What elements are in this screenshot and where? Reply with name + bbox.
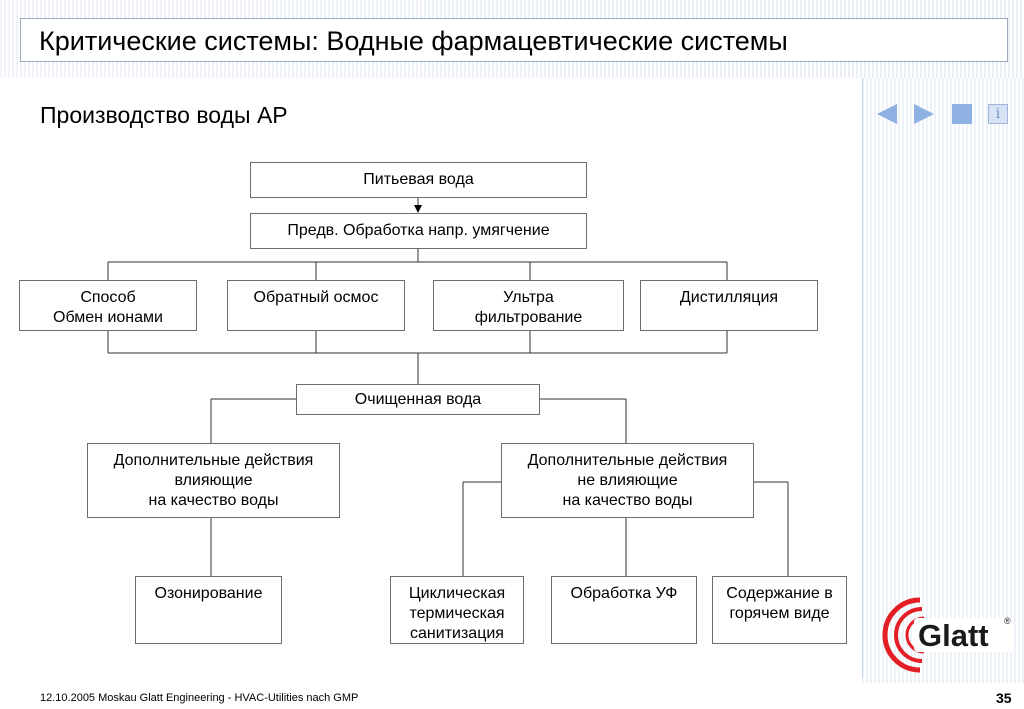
label-distillation: Дистилляция [679,289,779,306]
label-hot-storage-line2: горячем виде [729,605,830,622]
label-ion-exchange-line2: Обмен ионами [53,309,163,326]
logo-arc-middle [894,607,923,663]
label-ultrafiltration-line2: фильтрование [474,309,583,326]
glatt-logo: Glatt ® [882,597,1014,673]
triangle-right-icon[interactable] [914,104,934,124]
slide-subtitle: Производство воды АР [40,102,288,128]
label-not-affecting-line2: не влияющие [577,472,678,489]
box-hot-storage: Содержание в горячем виде [712,576,847,644]
footer-info: 12.10.2005 Moskau Glatt Engineering - HV… [40,692,359,704]
box-ultrafiltration: Ультра фильтрование [433,280,624,331]
label-thermal-line2: термическая [409,605,505,622]
box-purified-water: Очищенная вода [296,384,540,415]
page-number: 35 [996,690,1012,706]
label-thermal-line3: санитизация [410,625,504,642]
box-reverse-osmosis: Обратный осмос [227,280,405,331]
label-affecting-line3: на качество воды [148,492,279,509]
label-not-affecting-line1: Дополнительные действия [527,452,728,469]
right-side-panel [862,78,1024,683]
label-uv-treatment: Обработка УФ [570,585,678,602]
label-thermal-line1: Циклическая [408,585,506,602]
triangle-left-icon[interactable] [877,104,897,124]
info-icon[interactable]: i [988,104,1008,124]
arrow-down-icon [414,205,422,213]
info-glyph: i [995,106,1001,122]
label-hot-storage-line1: Содержание в [726,585,833,602]
box-ozonation: Озонирование [135,576,282,644]
label-purified-water: Очищенная вода [354,391,482,408]
label-affecting-line1: Дополнительные действия [113,452,314,469]
label-drinking-water: Питьевая вода [363,171,474,188]
right-panel-divider [862,78,863,678]
label-ozonation: Озонирование [154,585,263,602]
label-ion-exchange-line1: Способ [80,289,136,306]
box-ion-exchange: Способ Обмен ионами [19,280,197,331]
box-drinking-water: Питьевая вода [250,162,587,198]
logo-text-bg [914,618,1014,652]
label-affecting-line2: влияющие [174,472,253,489]
box-distillation: Дистилляция [640,280,818,331]
label-not-affecting-line3: на качество воды [562,492,693,509]
square-icon[interactable] [952,104,972,124]
slide-title: Критические системы: Водные фармацевтиче… [39,26,788,56]
logo-registered-mark: ® [1004,616,1011,626]
label-ultrafiltration-line1: Ультра [503,289,554,306]
logo-wordmark: Glatt [918,618,989,653]
box-actions-affecting: Дополнительные действия влияющие на каче… [87,443,340,518]
box-pretreatment: Предв. Обработка напр. умягчение [250,213,587,249]
title-bar: Критические системы: Водные фармацевтиче… [20,18,1008,62]
box-cyclic-thermal: Циклическая термическая санитизация [390,576,524,644]
label-pretreatment: Предв. Обработка напр. умягчение [287,222,550,239]
box-actions-not-affecting: Дополнительные действия не влияющие на к… [501,443,754,518]
label-reverse-osmosis: Обратный осмос [253,289,379,306]
box-uv-treatment: Обработка УФ [551,576,697,644]
logo-arc-outer [882,597,921,673]
